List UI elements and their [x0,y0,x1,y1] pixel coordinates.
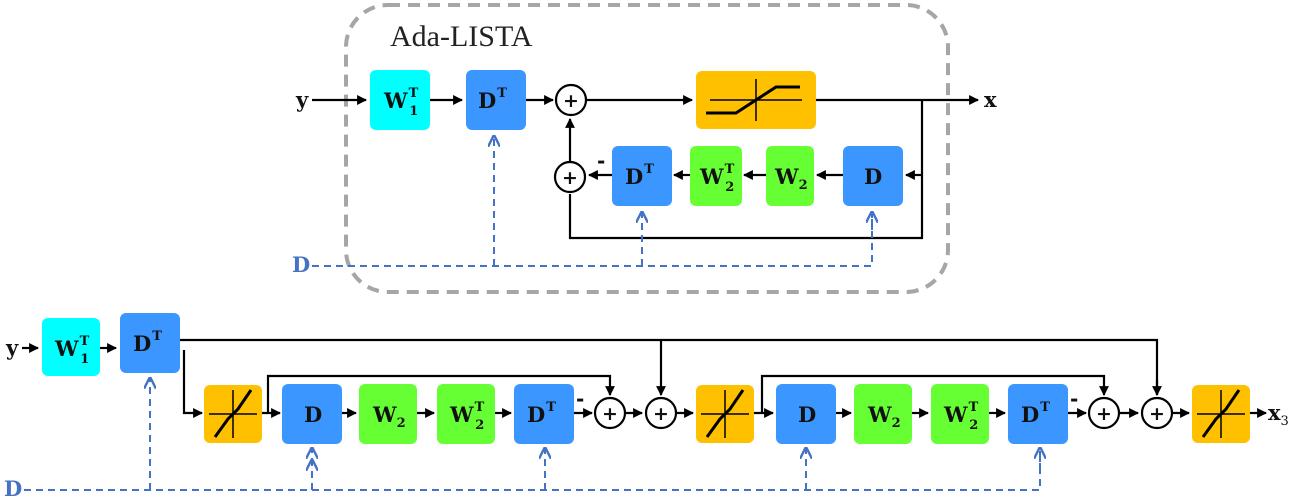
d-block-1: D [843,146,903,206]
svg-text:DT: DT [1021,400,1050,427]
w2-block-bottom-2: W2 [854,384,912,444]
input-y-label: y [295,87,309,112]
threshold-block-2 [204,385,262,443]
d-block-bottom-2: D [776,384,836,444]
minus-sign-3: - [1070,387,1078,411]
svg-text:WT2: WT2 [943,400,979,433]
svg-text:WT1: WT1 [383,86,419,119]
sum-node-3: + [593,396,627,430]
svg-text:+: + [562,167,578,189]
svg-text:W2: W2 [774,164,808,193]
soft-threshold-icon [701,389,749,438]
soft-threshold-icon [706,79,802,121]
svg-text:D: D [864,164,882,189]
w2-block-1: W2 [766,146,814,206]
sum-node-1: + [554,83,588,117]
soft-threshold-icon [209,389,257,438]
w2-block-bottom-1: W2 [359,384,417,444]
minus-sign-1: - [597,149,605,173]
input-y-label-bottom: y [5,335,19,360]
minus-sign-2: - [576,387,584,411]
svg-text:D: D [798,402,816,427]
svg-text:DT: DT [478,86,507,113]
dt-block-1: DT [466,70,526,130]
svg-text:+: + [1096,403,1112,425]
soft-threshold-icon [1197,389,1245,438]
input-d-label-top: D [292,252,310,277]
svg-text:+: + [563,90,579,112]
svg-text:+: + [653,403,669,425]
dt-block-bottom-1: DT [514,384,574,444]
svg-text:WT1: WT1 [54,334,90,367]
threshold-block-1 [696,71,816,129]
sum-node-6: + [1140,396,1174,430]
dt-block-bottom: DT [120,313,180,373]
threshold-block-3 [696,385,754,443]
diagram-title: Ada-LISTA [390,20,533,53]
output-x-label: x [984,87,997,112]
svg-text:D: D [304,402,322,427]
dt-block-bottom-2: DT [1008,384,1068,444]
svg-text:W2: W2 [372,402,406,431]
sum-node-2: + [553,160,587,194]
svg-text:DT: DT [527,400,556,427]
svg-text:DT: DT [625,162,654,189]
output-x3-label: x3 [1268,400,1289,429]
svg-text:WT2: WT2 [699,162,735,195]
threshold-block-4 [1192,385,1250,443]
svg-text:+: + [602,403,618,425]
svg-text:W2: W2 [867,402,901,431]
d-block-bottom-1: D [282,384,342,444]
sum-node-4: + [644,396,678,430]
svg-text:WT2: WT2 [449,400,485,433]
ada-lista-container [344,3,950,294]
sum-node-5: + [1087,396,1121,430]
input-d-label-bottom: D [4,476,22,501]
dt-block-2: DT [612,146,672,206]
svg-text:+: + [1149,403,1165,425]
svg-text:DT: DT [133,329,162,356]
